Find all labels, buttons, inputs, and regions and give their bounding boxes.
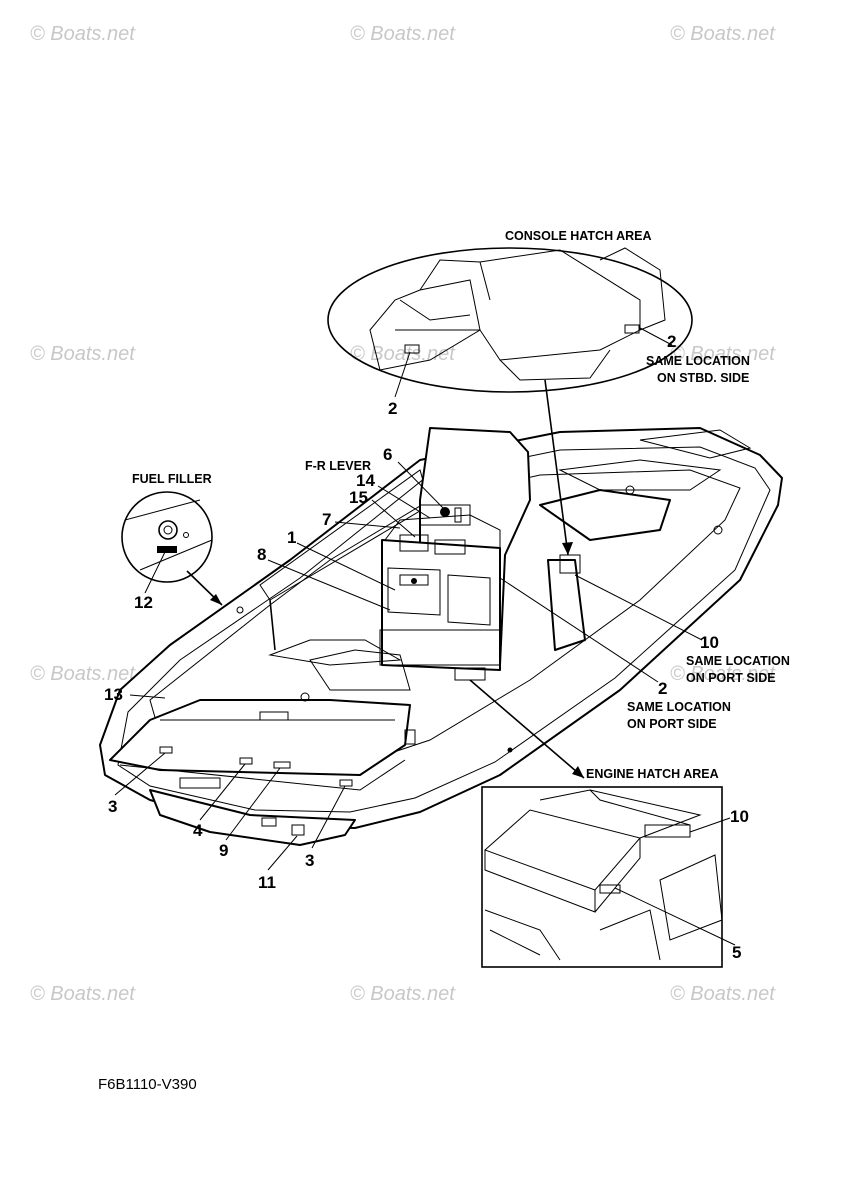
f-r-lever-caption: F-R LEVER xyxy=(305,459,371,473)
boat-drawing xyxy=(99,427,783,846)
fuel-filler-label xyxy=(157,546,177,553)
fuel-filler-cap xyxy=(158,520,178,540)
on-port-side-caption: ON PORT SIDE xyxy=(686,671,776,685)
leader-lines xyxy=(114,327,736,946)
watermark: © Boats.net xyxy=(350,23,456,45)
callout-10: 10 xyxy=(730,807,749,826)
callouts: 2 2 6 14 15 7 1 8 10 2 10 5 13 3 4 9 11 … xyxy=(104,332,749,962)
console-label-sticker xyxy=(404,344,420,354)
on-stbd-side-caption: ON STBD. SIDE xyxy=(657,371,749,385)
watermark: © Boats.net xyxy=(30,983,136,1005)
stern-label-9 xyxy=(273,761,291,769)
callout-8: 8 xyxy=(257,545,266,564)
captions: CONSOLE HATCH AREA ENGINE HATCH AREA FUE… xyxy=(132,229,790,781)
on-port-side-caption: ON PORT SIDE xyxy=(627,717,717,731)
fuel-filler-caption: FUEL FILLER xyxy=(132,472,212,486)
callout-13: 13 xyxy=(104,685,123,704)
callout-4: 4 xyxy=(193,821,203,840)
figure-code: F6B1110-V390 xyxy=(98,1076,197,1093)
console-hatch-inset xyxy=(327,247,693,393)
console-label-sticker xyxy=(624,324,640,334)
stern-label-4 xyxy=(239,757,253,765)
engine-hatch-inset xyxy=(481,786,723,968)
engine-hatch-area-caption: ENGINE HATCH AREA xyxy=(586,767,719,781)
callout-3: 3 xyxy=(305,851,314,870)
fuel-filler-inset-outline xyxy=(121,491,213,583)
stern-label-3 xyxy=(339,779,353,787)
callout-12: 12 xyxy=(134,593,153,612)
watermark: © Boats.net xyxy=(350,983,456,1005)
watermark: © Boats.net xyxy=(670,23,776,45)
watermark: © Boats.net xyxy=(670,983,776,1005)
callout-11: 11 xyxy=(258,873,276,892)
engine-inset-outline xyxy=(481,786,723,968)
same-location-caption: SAME LOCATION xyxy=(646,354,750,368)
callout-2: 2 xyxy=(667,332,676,351)
callout-3: 3 xyxy=(108,797,117,816)
watermark: © Boats.net xyxy=(350,343,456,365)
console-hatch-area-caption: CONSOLE HATCH AREA xyxy=(505,229,652,243)
engine-hatch-label xyxy=(644,824,691,838)
stern-platform xyxy=(109,699,411,776)
console-inset-outline xyxy=(327,247,693,393)
helm-console-front xyxy=(381,539,501,671)
callout-5: 5 xyxy=(732,943,741,962)
engine-hatch-lid xyxy=(484,809,641,891)
stern-label-3 xyxy=(159,746,173,754)
callout-10: 10 xyxy=(700,633,719,652)
watermark: © Boats.net xyxy=(30,23,136,45)
watermark: © Boats.net xyxy=(30,343,136,365)
watermark: © Boats.net xyxy=(30,663,136,685)
callout-1: 1 xyxy=(287,528,296,547)
callout-2: 2 xyxy=(388,399,397,418)
console-hatch-lid xyxy=(369,279,481,371)
same-location-caption: SAME LOCATION xyxy=(627,700,731,714)
callout-7: 7 xyxy=(322,510,331,529)
fuel-filler-inset xyxy=(121,491,223,606)
callout-15: 15 xyxy=(349,488,368,507)
callout-6: 6 xyxy=(383,445,392,464)
watermark: © Boats.net xyxy=(670,343,776,365)
same-location-caption: SAME LOCATION xyxy=(686,654,790,668)
callout-9: 9 xyxy=(219,841,228,860)
watermark: © Boats.net xyxy=(670,663,776,685)
callout-14: 14 xyxy=(356,471,375,490)
callout-2: 2 xyxy=(658,679,667,698)
